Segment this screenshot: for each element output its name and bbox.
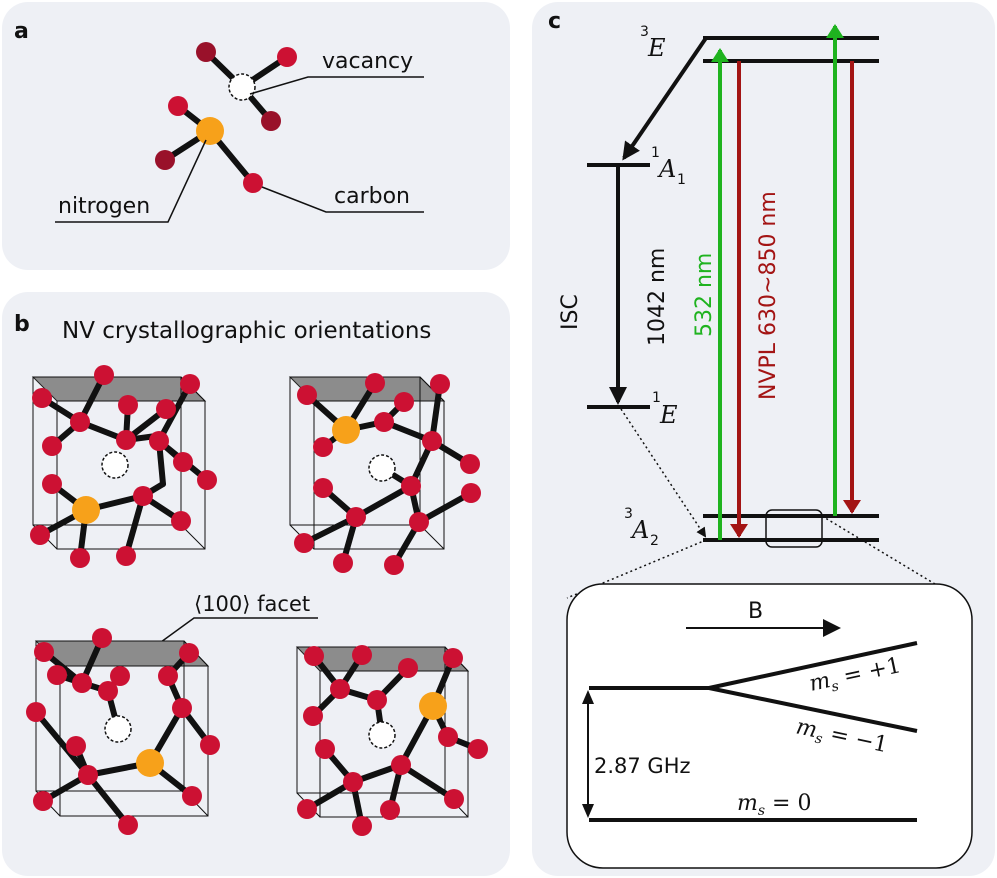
vacancy-label: vacancy bbox=[322, 49, 413, 74]
zero-field-splitting-label: 2.87 GHz bbox=[594, 754, 691, 778]
red-wavelength-label: NVPL 630~850 nm bbox=[756, 191, 781, 400]
carbon-leader-line bbox=[261, 186, 424, 213]
carbon-atom bbox=[168, 96, 188, 116]
vacancy-leader-line bbox=[249, 76, 424, 95]
panel-c: c 3 E 1 A 1 1 E 3 A 2 bbox=[532, 2, 995, 876]
panel-b: b NV crystallographic orientations bbox=[2, 292, 510, 876]
inset-box bbox=[566, 583, 973, 869]
nitrogen-label: nitrogen bbox=[58, 194, 150, 219]
carbon-label: carbon bbox=[334, 184, 410, 209]
green-wavelength-label: 532 nm bbox=[692, 253, 717, 337]
carbon-atom bbox=[243, 173, 263, 193]
b-field-label: B bbox=[748, 599, 763, 624]
carbon-atom bbox=[261, 111, 281, 131]
ms-zero-label: ms = 0 bbox=[737, 791, 811, 819]
svg-text:1: 1 bbox=[651, 145, 660, 161]
svg-text:2: 2 bbox=[650, 533, 659, 549]
facet-label: ⟨100⟩ facet bbox=[194, 592, 310, 616]
panel-b-letter: b bbox=[14, 312, 30, 337]
svg-text:E: E bbox=[659, 401, 678, 429]
facet-leader-line bbox=[149, 617, 318, 651]
carbon-atom bbox=[277, 47, 297, 67]
nitrogen-atom bbox=[196, 117, 224, 145]
label-3E: 3 E bbox=[640, 24, 666, 62]
carbon-atom bbox=[155, 150, 175, 170]
crystal-orientation-4 bbox=[295, 645, 488, 836]
crystal-orientation-1 bbox=[30, 365, 217, 568]
isc-dotted-arrow bbox=[620, 408, 707, 538]
carbon-atom bbox=[196, 42, 216, 62]
crystal-orientation-3 bbox=[26, 628, 220, 835]
svg-text:1: 1 bbox=[652, 390, 661, 406]
panel-a-background bbox=[2, 2, 510, 270]
isc-label: ISC bbox=[558, 294, 583, 330]
vacancy-site bbox=[228, 73, 256, 101]
svg-text:3: 3 bbox=[640, 24, 649, 40]
svg-text:E: E bbox=[647, 34, 666, 62]
svg-text:1: 1 bbox=[677, 172, 686, 188]
panel-a-letter: a bbox=[14, 19, 29, 44]
panel-a: a vacancy nitrogen carbon bbox=[2, 2, 510, 270]
svg-text:3: 3 bbox=[624, 506, 633, 522]
svg-text:ms = 0: ms = 0 bbox=[737, 791, 811, 819]
crystal-orientation-2 bbox=[288, 373, 481, 575]
zoom-line-right bbox=[821, 515, 936, 585]
label-1E: 1 E bbox=[652, 390, 678, 429]
ms-plus-level bbox=[708, 641, 918, 690]
label-3A2: 3 A 2 bbox=[624, 506, 659, 549]
nitrogen-leader-line bbox=[55, 139, 207, 223]
ir-wavelength-label: 1042 nm bbox=[645, 248, 670, 346]
isc-arrow bbox=[622, 36, 708, 161]
label-1A1: 1 A 1 bbox=[651, 145, 686, 188]
ms-minus-level bbox=[708, 686, 918, 733]
zeeman-inset: B 2.87 GHz ms = +1 ms = −1 ms = bbox=[566, 583, 973, 869]
panel-b-title: NV crystallographic orientations bbox=[62, 318, 431, 344]
svg-text:A: A bbox=[630, 516, 649, 544]
panel-c-letter: c bbox=[548, 9, 561, 34]
svg-text:A: A bbox=[657, 155, 676, 183]
zoom-box bbox=[765, 509, 823, 548]
